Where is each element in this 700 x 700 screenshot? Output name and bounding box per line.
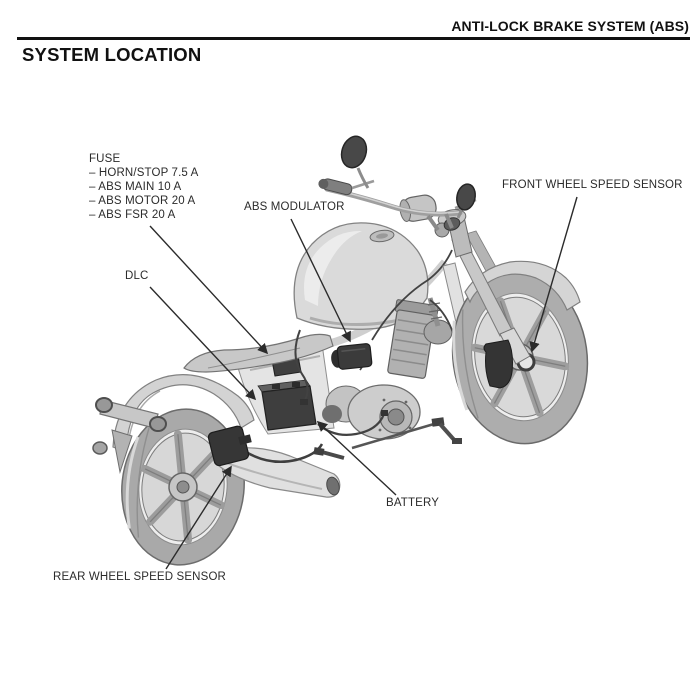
fuse-item-horn-stop: – HORN/STOP 7.5 A bbox=[89, 166, 199, 179]
front-wheel-speed-sensor-part bbox=[483, 339, 513, 389]
label-fuse: FUSE – HORN/STOP 7.5 A – ABS MAIN 10 A –… bbox=[89, 153, 199, 223]
fuse-item-abs-fsr: – ABS FSR 20 A bbox=[89, 208, 176, 221]
label-abs-modulator: ABS MODULATOR bbox=[244, 201, 345, 213]
fuse-item-abs-motor: – ABS MOTOR 20 A bbox=[89, 194, 196, 207]
right-mirror bbox=[456, 183, 476, 219]
leader-front-wheel-speed-sensor bbox=[529, 196, 578, 353]
header-rule bbox=[17, 37, 690, 40]
battery-box bbox=[257, 379, 317, 431]
rear-shock bbox=[427, 297, 443, 327]
label-dlc: DLC bbox=[125, 270, 149, 282]
foot-controls bbox=[313, 417, 462, 460]
leader-rear-wheel-speed-sensor bbox=[165, 465, 232, 570]
fuel-tank bbox=[293, 222, 429, 330]
leader-lines bbox=[149, 196, 578, 570]
leader-dlc bbox=[149, 286, 257, 401]
leader-battery bbox=[316, 420, 397, 496]
tail-light bbox=[92, 397, 167, 474]
page-title: SYSTEM LOCATION bbox=[22, 44, 202, 65]
fuse-item-abs-main: – ABS MAIN 10 A bbox=[89, 180, 182, 193]
section-header: ANTI-LOCK BRAKE SYSTEM (ABS) bbox=[451, 18, 689, 34]
left-mirror bbox=[340, 135, 370, 189]
leader-fuse bbox=[149, 225, 269, 355]
fuse-title: FUSE bbox=[89, 153, 121, 165]
label-front-wheel-speed-sensor: FRONT WHEEL SPEED SENSOR bbox=[502, 179, 683, 191]
abs-modulator-part bbox=[331, 343, 373, 370]
label-rear-wheel-speed-sensor: REAR WHEEL SPEED SENSOR bbox=[53, 571, 227, 583]
label-battery: BATTERY bbox=[386, 497, 440, 509]
leader-abs-modulator bbox=[290, 218, 351, 343]
engine bbox=[322, 299, 453, 440]
